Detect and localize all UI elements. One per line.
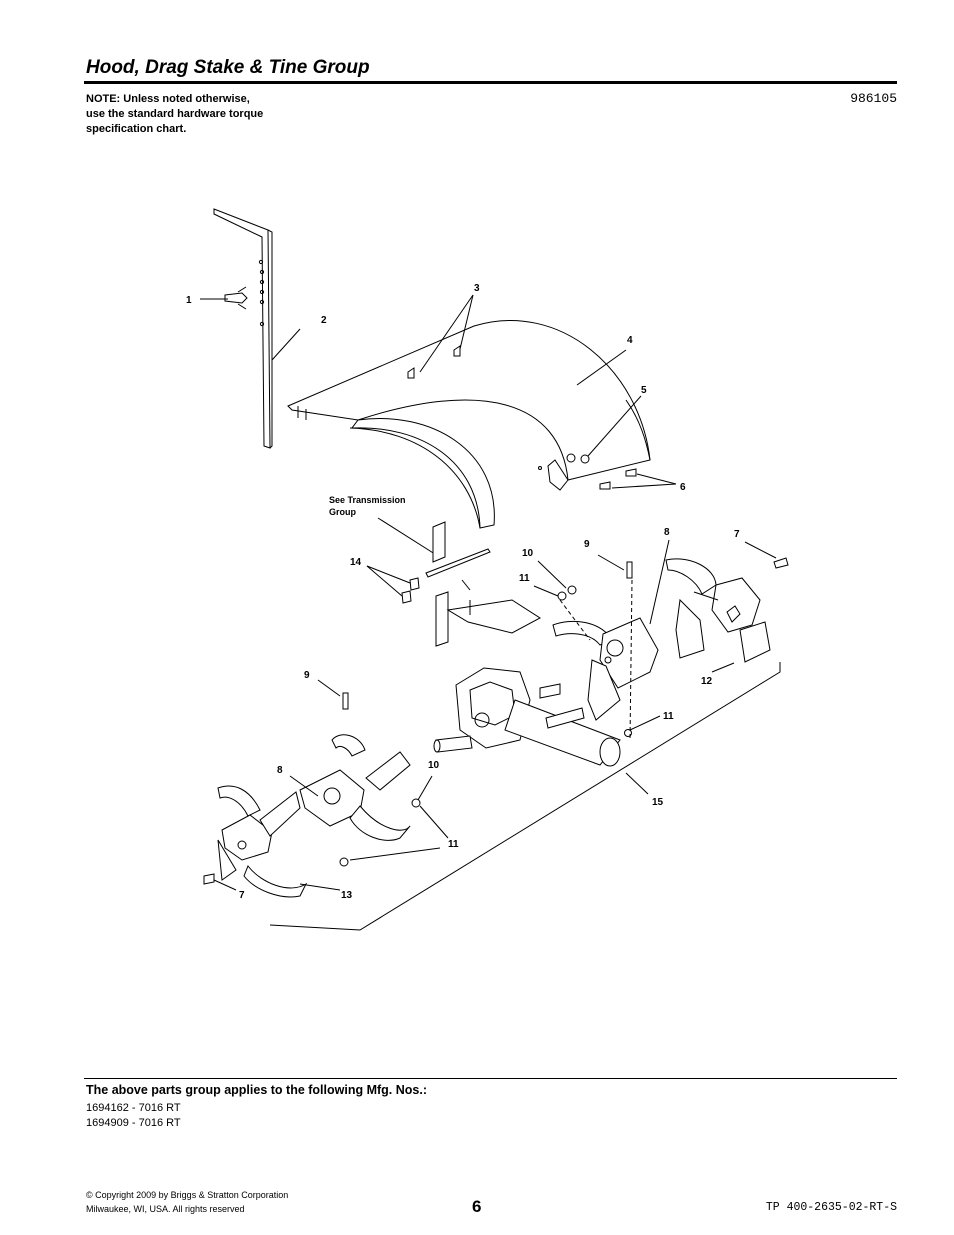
hitch-pin [200,286,248,310]
right-tine-assembly [552,558,771,721]
callout-10-left: 10 [428,760,440,771]
document-id: TP 400-2635-02-RT-S [765,1201,897,1214]
transmission-note-line-2: Group [329,507,356,517]
copyright-line-2: Milwaukee, WI, USA. All rights reserved [86,1204,245,1214]
callout-8-left: 8 [277,765,283,776]
mfg-number-1: 1694162 - 7016 RT [86,1102,181,1114]
copyright-line-1: © Copyright 2009 by Briggs & Stratton Co… [86,1190,289,1200]
callout-1: 1 [186,295,192,306]
callout-3: 3 [474,283,480,294]
callout-12: 12 [701,676,713,687]
mfg-number-2: 1694909 - 7016 RT [86,1117,181,1129]
page-title: Hood, Drag Stake & Tine Group [86,57,370,78]
title-rule [84,81,897,84]
callout-11-upper: 11 [519,573,530,584]
transmission-note-line-1: See Transmission [329,495,406,505]
callout-11-left: 11 [448,839,459,850]
torque-note-line-3: specification chart. [86,123,187,135]
callout-4: 4 [627,335,633,346]
callout-14: 14 [350,557,362,568]
hood [287,320,651,529]
copyright: © Copyright 2009 by Briggs & Stratton Co… [86,1188,288,1216]
callout-2: 2 [321,315,327,326]
callout-7-left: 7 [239,890,245,901]
callout-13: 13 [341,890,353,901]
callout-9-left: 9 [304,670,310,681]
transmission-bracket [425,521,541,647]
diagram-number: 986105 [850,91,897,106]
torque-note-line-1: NOTE: Unless noted otherwise, [86,93,250,105]
applies-heading: The above parts group applies to the fol… [86,1083,427,1097]
callout-9-right: 9 [584,539,590,550]
callout-10-right: 10 [522,548,534,559]
drag-stake [213,208,273,449]
callout-15: 15 [652,797,664,808]
transmission-shaft [433,667,621,767]
callout-5: 5 [641,385,647,396]
callout-8-right: 8 [664,527,670,538]
callout-11-right: 11 [663,711,674,722]
callout-6: 6 [680,482,686,493]
footer-rule [84,1078,897,1079]
torque-note: NOTE: Unless noted otherwise, use the st… [86,92,326,137]
callout-7-right: 7 [734,529,740,540]
left-tine-assembly [217,734,411,898]
torque-note-line-2: use the standard hardware torque [86,108,264,120]
page-number: 6 [472,1197,482,1216]
